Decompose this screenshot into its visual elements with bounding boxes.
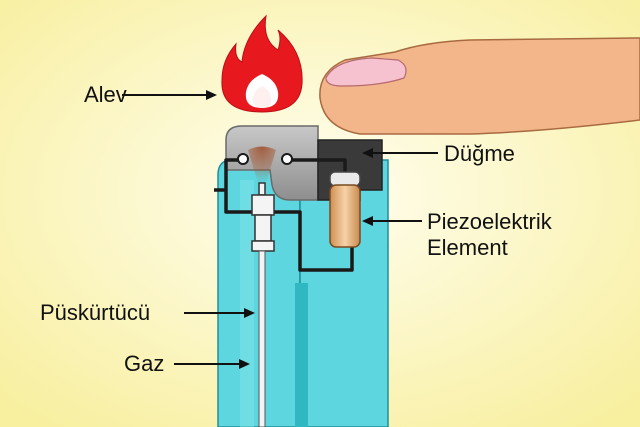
gas-tube (258, 250, 266, 427)
pointer-arrows (122, 90, 438, 369)
arrow-nozzle-head (244, 308, 255, 318)
label-piezo-element: Piezoelektrik Element (427, 209, 552, 261)
label-piezo-line1: Piezoelektrik (427, 209, 552, 234)
arrow-piezo-head (362, 216, 373, 226)
arrow-flame-head (206, 90, 217, 100)
piezo-element (329, 171, 361, 248)
fluid-window (295, 283, 308, 427)
nozzle (251, 182, 275, 252)
wires (214, 158, 354, 272)
arrow-button-head (362, 148, 373, 158)
electrode-left (237, 153, 249, 165)
label-nozzle: Püskürtücü (40, 300, 151, 325)
gas-spray (248, 146, 276, 183)
label-piezo-line2: Element (427, 235, 508, 260)
electrode-right (281, 153, 293, 165)
flame (221, 14, 303, 113)
finger (319, 37, 640, 135)
label-gas: Gaz (124, 351, 165, 376)
label-button: Düğme (444, 141, 515, 166)
arrow-gas-head (239, 359, 250, 369)
label-flame: Alev (84, 82, 127, 107)
